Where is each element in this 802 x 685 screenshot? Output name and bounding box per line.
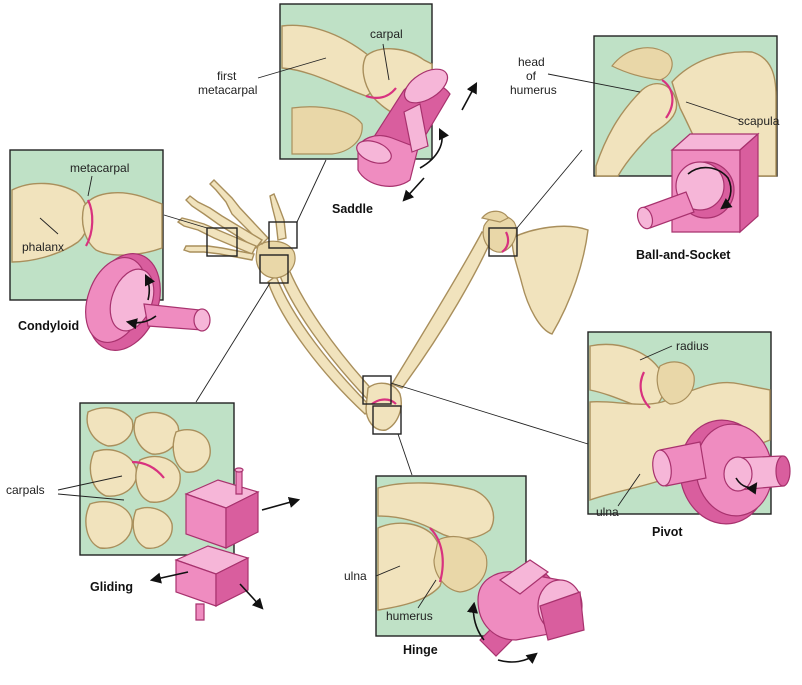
saddle-title: Saddle <box>332 202 373 216</box>
gliding-carpal-7 <box>132 506 173 549</box>
pivot-title: Pivot <box>652 525 683 539</box>
pivot-model <box>652 419 791 525</box>
condyloid-title: Condyloid <box>18 319 79 333</box>
box-saddle <box>268 221 298 249</box>
hinge-upper-bone <box>377 482 495 540</box>
condyloid-metacarpal-bone <box>81 192 163 256</box>
saddle-model <box>356 68 451 187</box>
pivot-inset: radius ulna Pivot <box>587 331 791 539</box>
pivot-rotation-arrow <box>735 477 758 495</box>
saddle-lower-bone <box>291 106 363 155</box>
connector-lines <box>163 149 589 476</box>
gliding-label-carpals: carpals <box>6 483 45 497</box>
ball-socket-inset: head of humerus scapula Ball-and-Socket <box>510 35 780 262</box>
gliding-carpal-1 <box>86 407 134 447</box>
gliding-model <box>174 467 260 621</box>
pivot-label-ulna: ulna <box>596 505 619 519</box>
thumb <box>269 193 287 241</box>
pivot-bump-bone <box>656 361 695 405</box>
ulna-bone <box>267 274 374 415</box>
gliding-carpal-6 <box>85 501 133 549</box>
gliding-carpal-4 <box>89 449 138 497</box>
ball-label-scapula: scapula <box>738 114 780 128</box>
ball-model <box>636 132 760 234</box>
finger-2 <box>185 195 264 249</box>
ball-humerus-bone <box>595 82 678 177</box>
condyloid-arrow-2 <box>125 315 157 330</box>
pivot-ulna-bone <box>589 381 771 501</box>
condyloid-model <box>85 252 211 352</box>
saddle-label-metacarpal-2: metacarpal <box>198 83 257 97</box>
ball-title: Ball-and-Socket <box>636 248 731 262</box>
condyloid-joint-line <box>85 199 94 247</box>
saddle-label-carpal: carpal <box>370 27 403 41</box>
condyloid-label-metacarpal: metacarpal <box>70 161 129 175</box>
hinge-arrow-1 <box>467 601 485 641</box>
saddle-joint-line <box>365 87 397 99</box>
ball-joint-line <box>661 79 674 119</box>
pivot-label-radius: radius <box>676 339 709 353</box>
box-hinge <box>372 405 402 435</box>
saddle-label-metacarpal-1: first <box>217 69 237 83</box>
condyloid-inset: metacarpal phalanx Condyloid <box>9 149 211 352</box>
saddle-curve-arrow <box>419 127 450 169</box>
box-gliding <box>259 254 289 284</box>
box-condyloid <box>206 227 238 257</box>
central-skeleton <box>176 179 589 431</box>
hinge-inset: ulna humerus Hinge <box>344 475 585 664</box>
finger-1 <box>209 179 269 245</box>
hinge-humerus-bone <box>433 535 488 593</box>
gliding-arrow-1 <box>261 497 301 511</box>
saddle-rotation-arrow-2 <box>402 177 425 202</box>
box-pivot <box>362 375 392 405</box>
gliding-carpal-3 <box>172 429 211 473</box>
elbow-joint-line <box>371 398 397 405</box>
condyloid-arrow-1 <box>144 273 156 301</box>
gliding-inset: carpals Gliding <box>6 402 301 621</box>
gliding-title: Gliding <box>90 580 133 594</box>
hinge-model <box>477 559 585 657</box>
saddle-inset: carpal first metacarpal Saddle <box>198 3 478 216</box>
joint-highlight-boxes <box>206 221 518 435</box>
ball-acromion-bone <box>611 47 673 81</box>
elbow-bones <box>365 382 402 431</box>
ball-rotation-arrow <box>687 166 733 210</box>
ball-label-head-3: humerus <box>510 83 557 97</box>
ball-label-head-2: of <box>526 69 537 83</box>
hinge-label-ulna: ulna <box>344 569 367 583</box>
hinge-arrow-2 <box>497 652 538 664</box>
hinge-title: Hinge <box>403 643 438 657</box>
hinge-joint-line <box>429 527 444 583</box>
scapula-bone <box>511 225 589 335</box>
hinge-label-humerus: humerus <box>386 609 433 623</box>
humerus-bone <box>390 231 493 389</box>
gliding-carpal-5 <box>135 455 181 503</box>
acromion <box>480 210 509 223</box>
carpal-bones <box>255 240 296 279</box>
gliding-arrow-3 <box>239 583 264 610</box>
pivot-joint-line <box>639 371 651 409</box>
ball-label-head-1: head <box>518 55 545 69</box>
gliding-joint-line <box>131 460 165 479</box>
saddle-rotation-arrow-1 <box>461 82 478 111</box>
shoulder-joint-line <box>501 231 510 253</box>
gliding-arrow-2 <box>149 571 189 584</box>
condyloid-label-phalanx: phalanx <box>22 240 64 254</box>
box-ball <box>488 227 518 257</box>
